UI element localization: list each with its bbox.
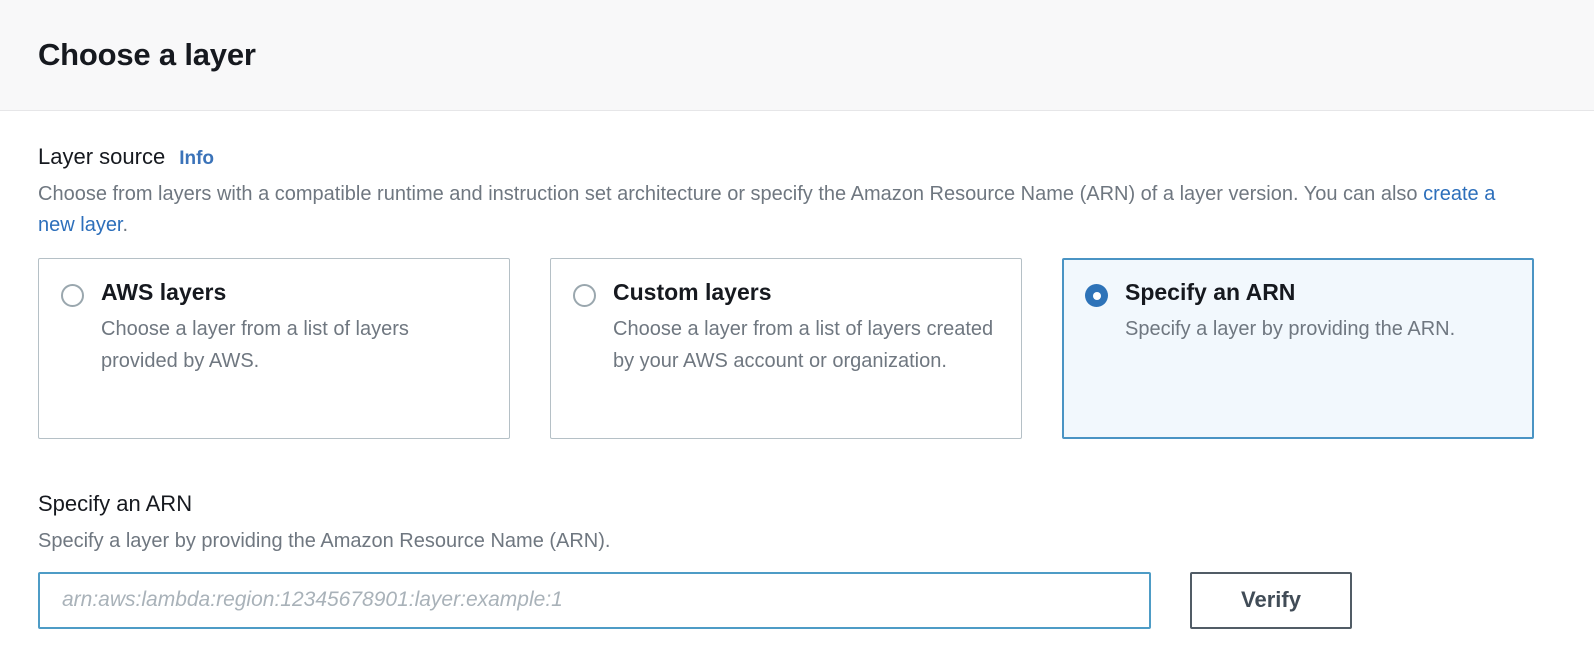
option-description-custom-layers: Choose a layer from a list of layers cre… [613,318,994,372]
option-text-custom-layers: Custom layers Choose a layer from a list… [613,280,999,420]
radio-icon-specify-arn[interactable] [1085,284,1108,308]
arn-section-heading: Specify an ARN [38,491,193,517]
radio-icon-aws-layers[interactable] [61,284,84,308]
create-new-layer-link[interactable]: create a new layer [38,183,1496,237]
radio-icon-custom-layers[interactable] [573,284,596,308]
layer-source-label-row: Layer source Info [38,144,1556,170]
option-description-aws-layers: Choose a layer from a list of layers pro… [101,318,409,372]
option-description-specify-arn: Specify a layer by providing the ARN. [1125,318,1456,341]
option-text-aws-layers: AWS layers Choose a layer from a list of… [101,280,487,420]
option-title-aws-layers: AWS layers [101,279,227,306]
arn-input[interactable] [38,571,1151,629]
option-title-custom-layers: Custom layers [613,279,772,306]
layer-source-option-specify-arn[interactable]: Specify an ARN Specify a layer by provid… [1062,258,1534,440]
arn-section-description: Specify a layer by providing the Amazon … [38,529,611,552]
layer-source-label: Layer source [38,144,166,169]
layer-source-description: Choose from layers with a compatible run… [38,179,1508,241]
info-link[interactable]: Info [179,148,215,169]
layer-source-options: AWS layers Choose a layer from a list of… [38,258,1556,440]
verify-button[interactable]: Verify [1190,571,1352,629]
dialog-body: Layer source Info Choose from layers wit… [0,111,1594,666]
layer-source-description-period: . [122,214,129,237]
option-title-specify-arn: Specify an ARN [1125,279,1296,306]
layer-source-description-text: Choose from layers with a compatible run… [38,183,1424,206]
dialog-header: Choose a layer [0,0,1594,111]
page-title: Choose a layer [38,36,256,72]
option-text-specify-arn: Specify an ARN Specify a layer by provid… [1125,280,1511,420]
layer-source-option-custom-layers[interactable]: Custom layers Choose a layer from a list… [550,258,1022,440]
specify-arn-section: Specify an ARN Specify a layer by provid… [38,491,1556,629]
arn-input-row: Verify [38,571,1556,629]
layer-source-option-aws-layers[interactable]: AWS layers Choose a layer from a list of… [38,258,510,440]
